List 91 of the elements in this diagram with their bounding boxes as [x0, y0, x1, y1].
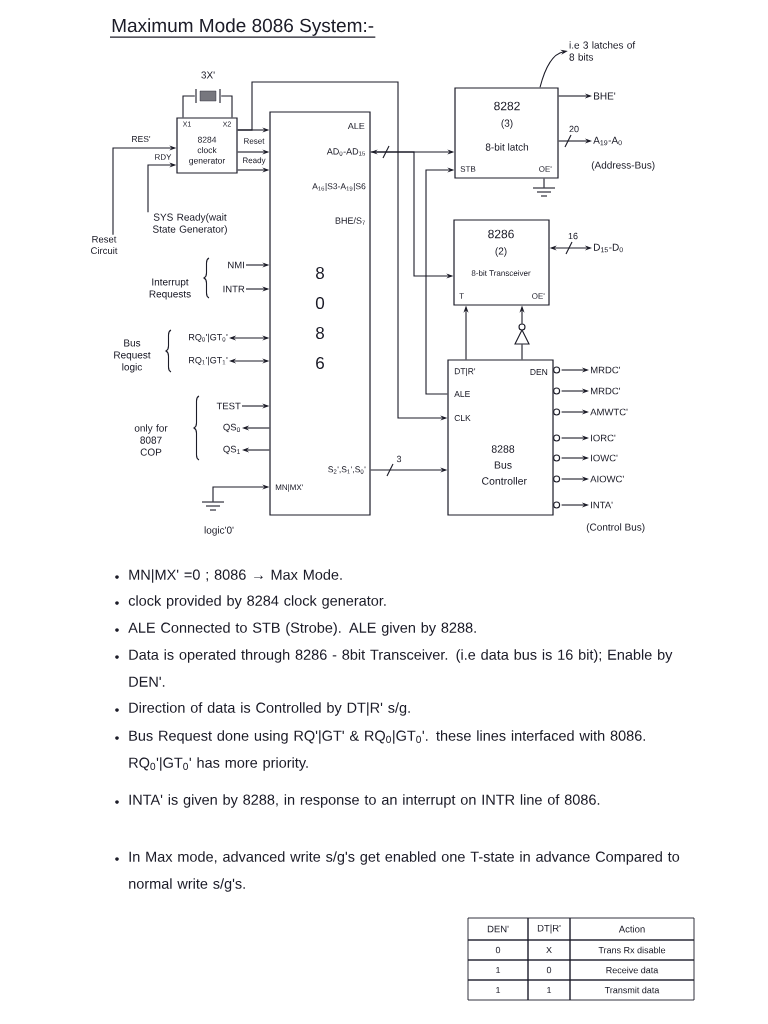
title: Maximum Mode 8086 System:-: [112, 18, 374, 36]
table-cell: Receive data: [569, 959, 695, 981]
note-text: INTA' is given by 8288, in response to an interrupt on INTR line of 8086.: [129, 794, 600, 808]
signal-label: RQ$_{1}$'|GT$_{1}$': [189, 356, 228, 366]
signal-label: TEST: [216, 402, 241, 410]
note-text: Direction of data is Controlled by DT|R' s/g.: [129, 702, 410, 716]
crystal-symbol: [195, 88, 221, 104]
chip-label: 8-bit latch: [485, 143, 528, 151]
table-cell: 1: [527, 979, 571, 1001]
bus-label: (Control Bus): [586, 523, 645, 533]
note-text: In Max mode, advanced write s/g's get enabled one T-state in advance Compared to normal write s/g's.: [129, 851, 680, 892]
signal-label: AMWTC': [590, 408, 628, 416]
chip-box: [447, 359, 561, 516]
table-cell: Transmit data: [569, 979, 695, 1001]
pin-label: ALE: [454, 391, 470, 397]
chip-box: [176, 117, 238, 174]
signal-label: Reset: [242, 137, 266, 145]
signal-label: RDY: [153, 153, 173, 161]
pin-label: MN|MX': [275, 484, 303, 492]
group-label: only for 8087 COP: [134, 424, 168, 456]
chip-label: 8286: [488, 229, 514, 239]
chip-box: [269, 111, 371, 516]
circuit-label: SYS Ready(wait State Generator): [152, 213, 227, 235]
note-text: Data is operated through 8286 - 8bit Transceiver. (i.e data bus is 16 bit); Enable by DEN'.: [129, 649, 673, 687]
circuit-label: Reset Circuit: [91, 236, 118, 254]
table-cell: Action: [569, 917, 695, 941]
signal-label: MRDC': [591, 387, 621, 395]
connector-line: [182, 95, 196, 118]
bus-width-number: 20: [568, 125, 580, 133]
chip-label: (3): [501, 119, 513, 129]
connector-line: [543, 178, 545, 189]
pin-label: AD$_{0}$-AD$_{15}$: [326, 148, 366, 156]
table-cell: 1: [467, 959, 529, 981]
chip-label: 8282: [494, 101, 520, 111]
group-label: Bus Request logic: [114, 339, 151, 373]
pin-label: DEN: [530, 369, 548, 375]
note-text: ALE Connected to STB (Strobe). ALE given by 8288.: [128, 622, 476, 636]
signal-label: NMI: [228, 261, 244, 269]
chip-label: 8288 Bus Controller: [482, 445, 527, 485]
signal-label: QS$_{0}$: [223, 423, 241, 433]
table-cell: 1: [467, 979, 529, 1001]
table-cell: Trans Rx disable: [569, 939, 695, 961]
connector-line: [220, 95, 233, 118]
pin-label: A$_{16}$|S3-A$_{19}$|S6: [312, 183, 366, 191]
chip-box: [454, 87, 559, 179]
signal-label: D$_{15}$-D$_{0}$: [594, 243, 623, 253]
table-cell: 0: [467, 939, 529, 961]
bus-width-number: 16: [567, 232, 579, 240]
pin-label: ALE: [347, 122, 365, 130]
signal-label: BHE': [594, 92, 616, 100]
connector-line: [521, 343, 523, 360]
group-label: Interrupt Requests: [149, 278, 191, 300]
chip-label: 8284 clock generator: [189, 136, 226, 166]
signal-label: AIOWC': [590, 475, 624, 483]
signal-label: Ready: [241, 156, 267, 166]
signal-label: RES': [130, 135, 152, 143]
signal-label: QS$_{1}$: [223, 445, 240, 455]
chip-label: 8 0 8 6: [315, 267, 325, 370]
chip-label: 8-bit Transceiver: [471, 270, 531, 276]
pin-label: DT|R': [454, 368, 476, 376]
pin-label: S$_{2}$',S$_{1}$',S$_{0}$': [328, 466, 366, 474]
pin-label: BHE/S$_{7}$: [335, 217, 365, 225]
signal-label: MRDC': [591, 366, 621, 374]
signal-label: IORC': [591, 434, 616, 442]
table-cell: DEN': [467, 917, 529, 941]
ground-symbol: [201, 501, 225, 511]
inverter-symbol: [514, 323, 530, 345]
ground-symbol: [532, 187, 556, 197]
table-cell: DT|R': [527, 917, 571, 941]
pin-label: OE': [539, 166, 552, 172]
pin-label: OE': [532, 293, 545, 299]
chip-label: (2): [495, 247, 507, 257]
signal-label: INTR: [223, 285, 245, 293]
note-text: MN|MX' =0 ; 8086 → Max Mode.: [129, 569, 342, 583]
signal-label: IOWC': [591, 454, 618, 462]
pin-label: STB: [460, 166, 476, 172]
bus-label: (Address-Bus): [591, 161, 655, 171]
chip-box: [453, 219, 550, 306]
signal-label: RQ$_{0}$'|GT$_{0}$': [189, 333, 228, 343]
crystal-label: 3X': [201, 71, 215, 79]
ground-label: logic'0': [204, 526, 234, 536]
table-cell: X: [527, 939, 571, 961]
annotation-text: i.e 3 latches of 8 bits: [569, 41, 636, 61]
signal-label: A$_{19}$-A$_{0}$: [593, 136, 622, 146]
pin-label: T: [459, 293, 464, 299]
note-text: clock provided by 8284 clock generator.: [128, 595, 386, 609]
bus-width-number: 3: [395, 455, 403, 463]
table-cell: 0: [527, 959, 571, 981]
pin-label: CLK: [454, 415, 471, 421]
note-text: Bus Request done using RQ'|GT' & RQ$_{0}$|GT$_{0}$'. these lines interfaced with 8086. RQ$_{0}$'|GT$_{0}$' has more priority.: [129, 730, 645, 771]
signal-label: INTA': [591, 501, 613, 509]
